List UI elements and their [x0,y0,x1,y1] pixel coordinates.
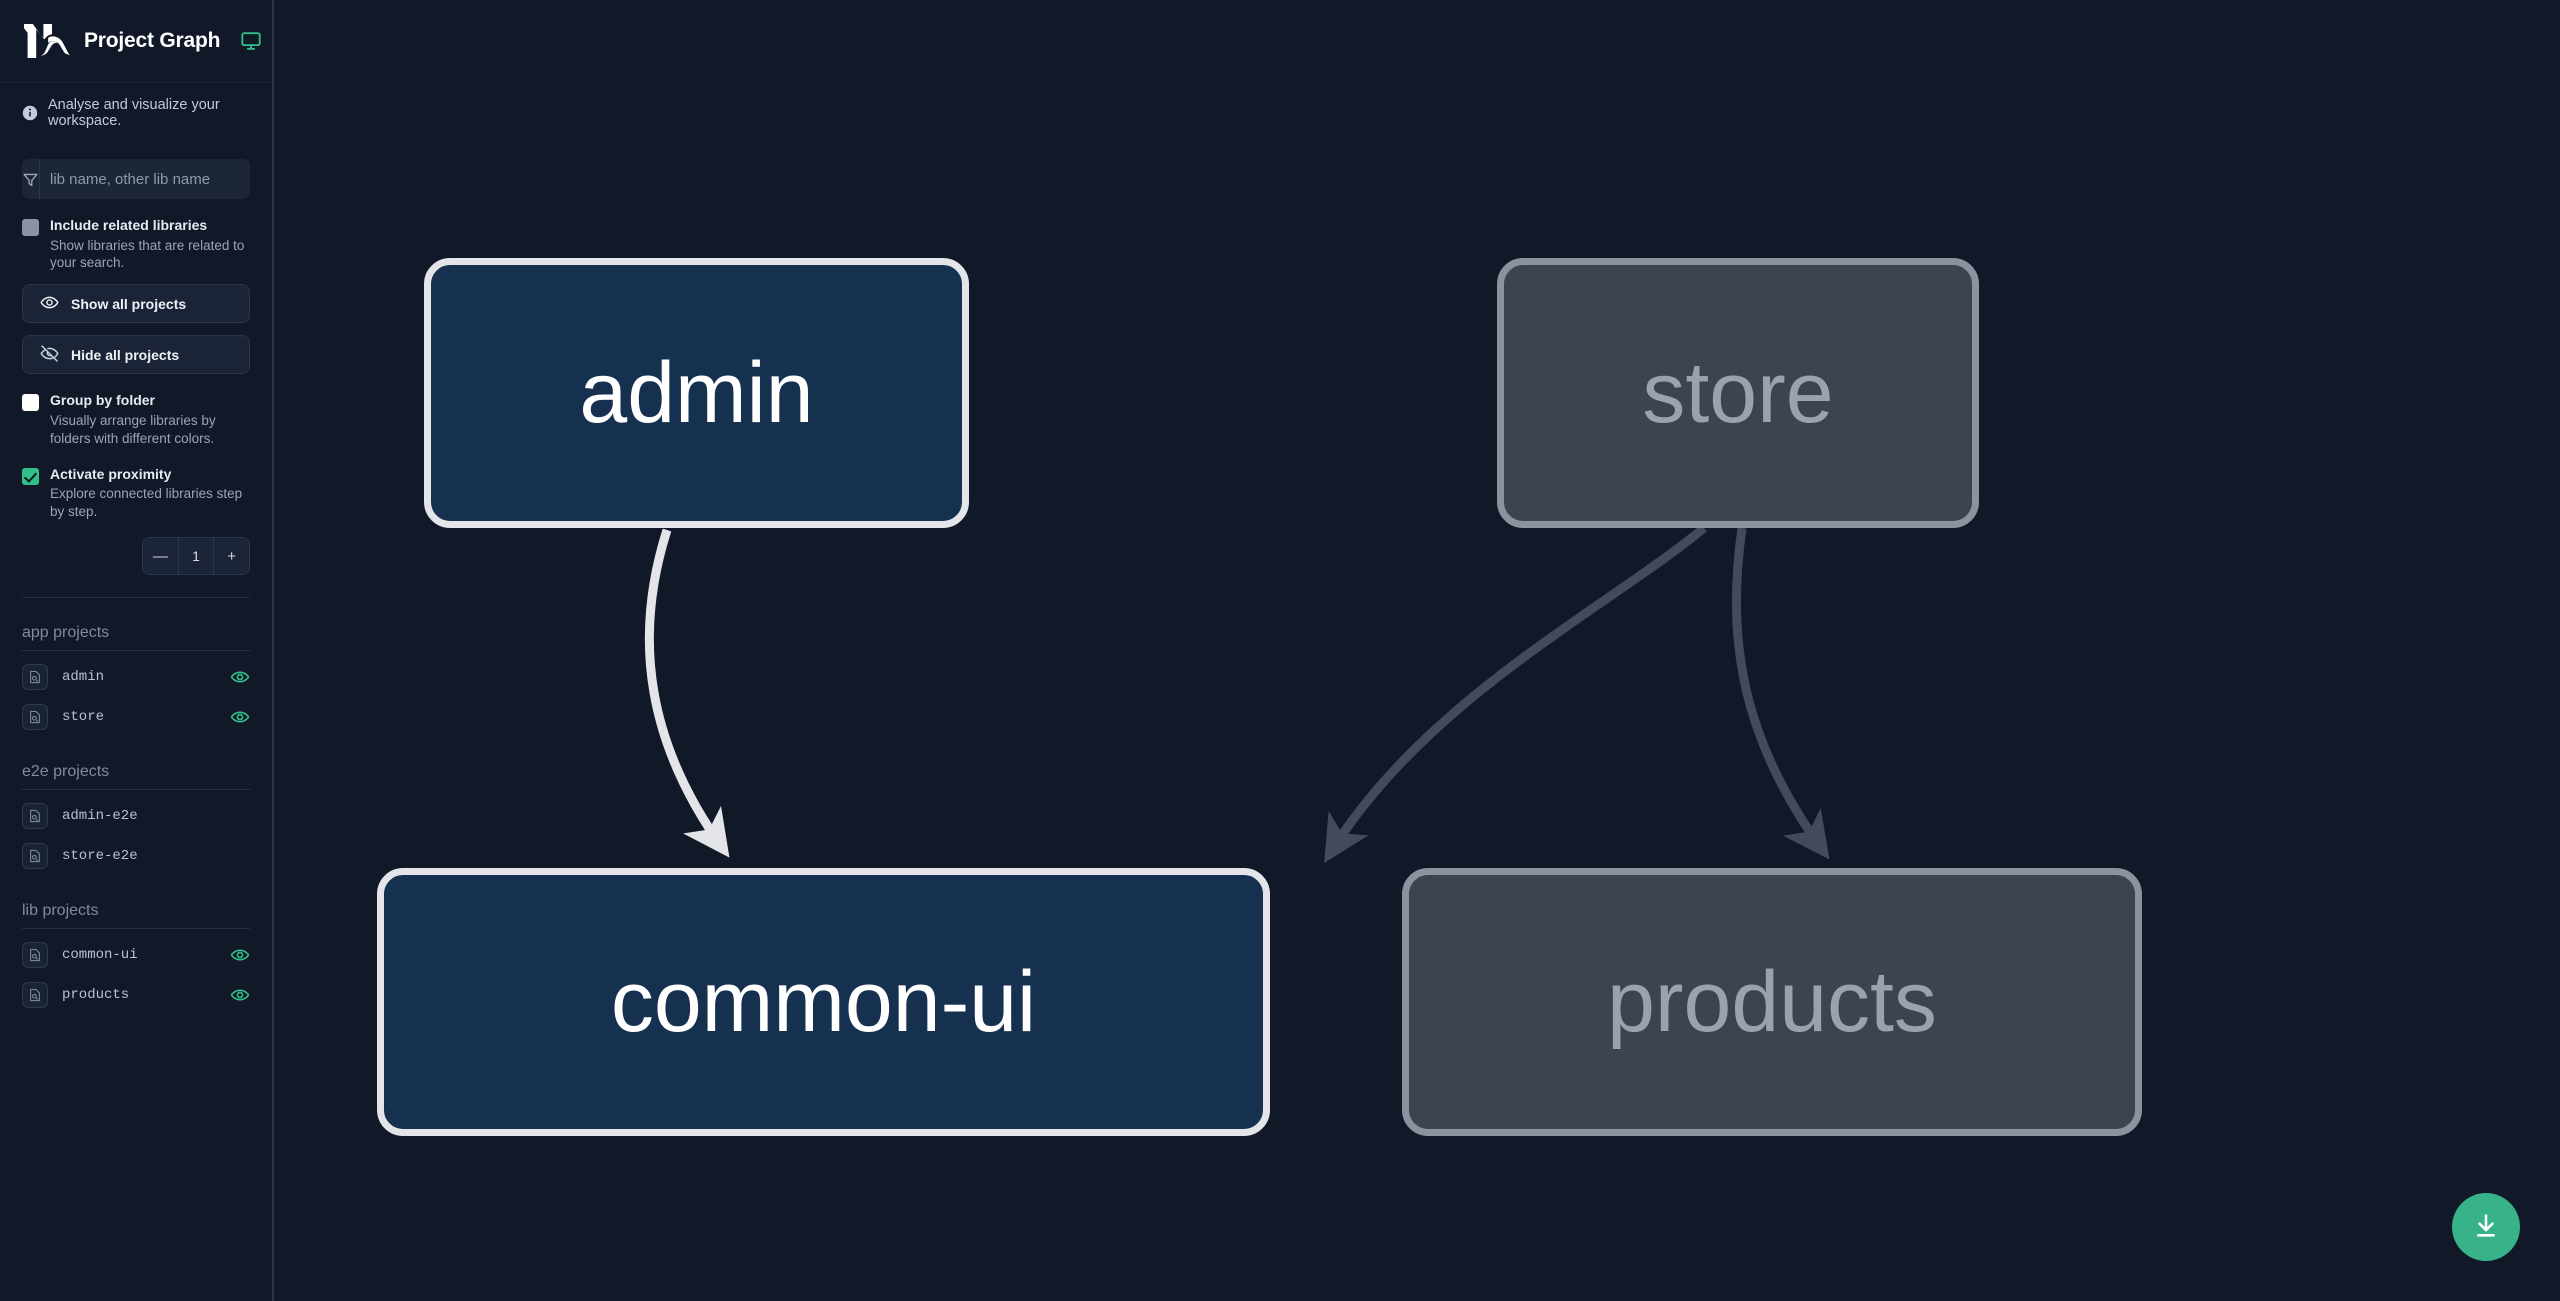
node-label: common-ui [610,954,1037,1050]
download-graph-button[interactable] [2452,1193,2520,1261]
project-name: store-e2e [62,848,138,865]
project-name: admin-e2e [62,808,138,825]
proximity-value: 1 [177,538,214,575]
checkbox-group-by-folder[interactable] [22,394,39,412]
graph-node-products[interactable]: products [1402,868,2142,1136]
node-label: products [1607,954,1937,1050]
eye-off-icon [40,344,59,366]
sidebar-controls: Include related libraries Show libraries… [0,139,272,599]
eye-icon [40,293,59,315]
node-label: store [1642,345,1834,441]
edge-store-to-common-ui [1324,524,1707,863]
proximity-stepper[interactable]: — 1 + [142,537,250,576]
option-label: Activate proximity [50,465,172,482]
hide-all-projects-button[interactable]: Hide all projects [22,335,250,375]
project-icon [22,704,48,731]
group-title: e2e projects [22,763,250,791]
project-group-app: app projects admin [0,598,272,737]
graph-node-store[interactable]: store [1497,258,1979,528]
graph-node-common-ui[interactable]: common-ui [377,868,1270,1136]
show-all-projects-label: Show all projects [71,295,187,312]
project-icon [22,982,48,1009]
option-activate-proximity[interactable]: Activate proximity Explore connected lib… [22,466,250,521]
project-group-lib: lib projects common-ui [0,876,272,1015]
eye-icon[interactable] [230,985,250,1005]
project-name: common-ui [62,947,138,964]
project-row-common-ui[interactable]: common-ui [22,935,250,975]
option-description: Show libraries that are related to your … [50,237,245,271]
option-include-related-libraries[interactable]: Include related libraries Show libraries… [22,217,250,272]
proximity-increment-button[interactable]: + [213,538,249,575]
show-all-projects-button[interactable]: Show all projects [22,284,250,324]
project-row-store-e2e[interactable]: store-e2e [22,836,250,876]
graph-canvas[interactable]: admin store common-ui products [274,0,2560,1301]
node-label: admin [579,345,814,441]
project-icon [22,803,48,830]
tagline-text: Analyse and visualize your workspace. [48,97,220,129]
project-row-store[interactable]: store [22,697,250,737]
option-group-by-folder[interactable]: Group by folder Visually arrange librari… [22,392,250,447]
group-title: lib projects [22,902,250,930]
funnel-icon [22,159,40,199]
sidebar-header: Project Graph [0,0,272,83]
project-name: admin [62,669,105,686]
edge-store-to-products [1731,527,1830,860]
download-icon [2472,1212,2500,1243]
option-description: Explore connected libraries step by step… [50,486,243,520]
app-title: Project Graph [84,29,221,52]
option-label: Group by folder [50,392,155,409]
nx-logo-icon [22,20,70,62]
checkbox-activate-proximity[interactable] [22,467,39,485]
edge-admin-to-common-ui [644,528,730,858]
project-icon [22,843,48,870]
hide-all-projects-label: Hide all projects [71,346,180,363]
option-description: Visually arrange libraries by folders wi… [50,412,216,446]
sidebar-tagline: Analyse and visualize your workspace. [0,83,272,139]
info-icon [22,105,38,121]
monitor-icon[interactable] [240,30,262,52]
proximity-decrement-button[interactable]: — [152,547,168,565]
eye-icon[interactable] [230,667,250,687]
project-row-products[interactable]: products [22,975,250,1015]
graph-node-admin[interactable]: admin [424,258,969,528]
project-group-e2e: e2e projects admin-e2e store-e2e [0,737,272,876]
search-input[interactable] [40,159,250,199]
sidebar: Project Graph Analyse and visualize your… [0,0,274,1301]
project-name: store [62,709,105,726]
project-row-admin[interactable]: admin [22,657,250,697]
option-label: Include related libraries [50,217,208,233]
sidebar-divider [22,597,250,599]
project-row-admin-e2e[interactable]: admin-e2e [22,796,250,836]
group-title: app projects [22,624,250,652]
graph-edges [644,524,1830,863]
eye-icon[interactable] [230,945,250,965]
eye-icon[interactable] [230,707,250,727]
project-name: products [62,987,130,1004]
project-icon [22,664,48,691]
project-icon [22,942,48,969]
search-box[interactable] [22,159,250,199]
checkbox-include-related-libraries[interactable] [22,219,39,236]
